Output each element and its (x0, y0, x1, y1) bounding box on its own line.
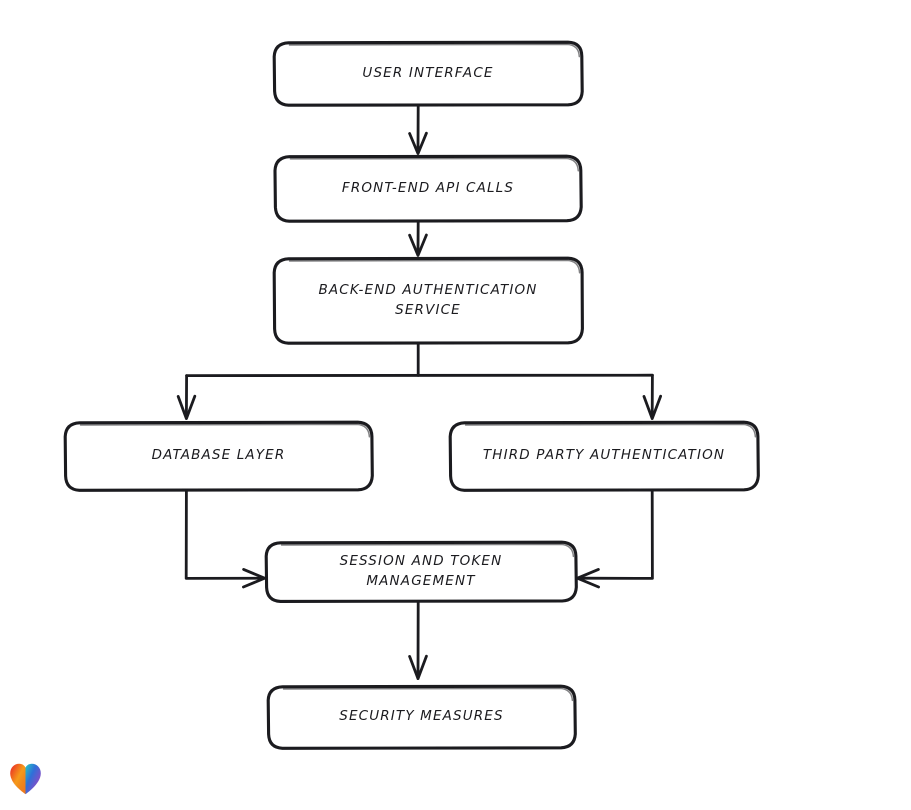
node-user-interface[interactable] (272, 40, 584, 107)
edge-database-to-session (184, 488, 266, 589)
heart-icon (10, 763, 41, 795)
node-third-party-authentication[interactable] (448, 420, 760, 492)
edge-session-to-security (408, 600, 428, 680)
edge-backend-to-database (176, 374, 197, 420)
edge-thirdparty-to-session (576, 488, 654, 589)
edge-backend-split-bus (185, 342, 654, 377)
edge-api-to-backend (408, 220, 428, 257)
node-session-and-token-management[interactable] (264, 540, 578, 603)
edge-ui-to-api (408, 104, 428, 155)
node-database-layer[interactable] (63, 420, 374, 492)
node-back-end-authentication-service[interactable] (272, 256, 584, 345)
node-security-measures[interactable] (266, 684, 577, 750)
node-front-end-api-calls[interactable] (273, 154, 583, 223)
edge-backend-to-thirdparty (642, 374, 662, 420)
